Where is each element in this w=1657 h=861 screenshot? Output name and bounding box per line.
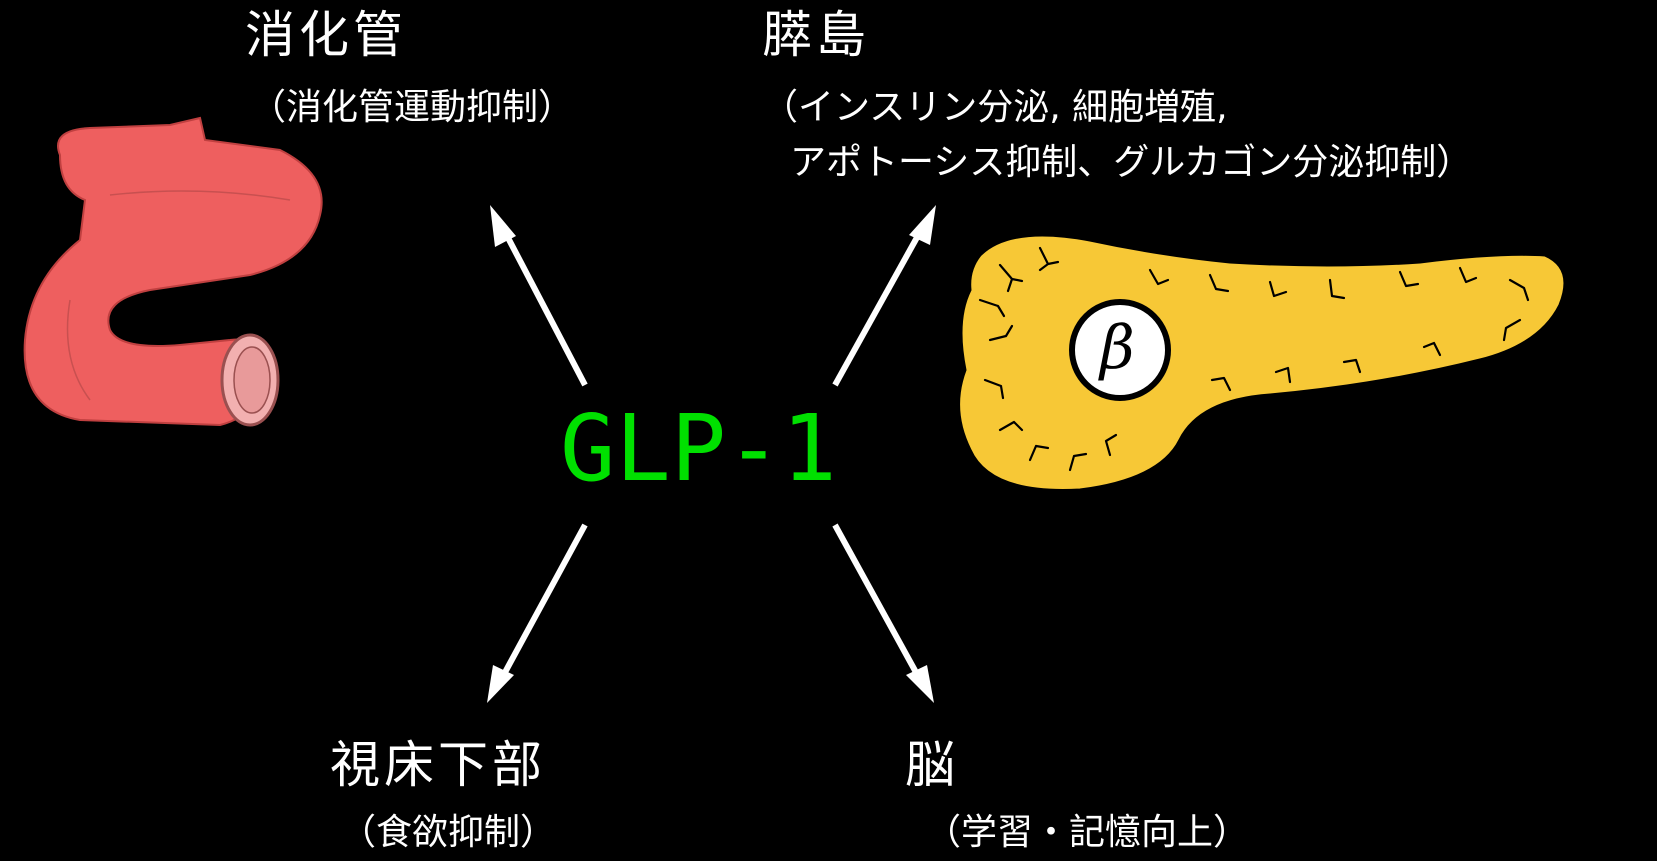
brain-effect: （学習・記憶向上） bbox=[925, 812, 1250, 853]
glp1-label: GLP-1 bbox=[560, 395, 837, 502]
arrow-to-brain bbox=[832, 523, 934, 703]
hypothalamus-effect: （食欲抑制） bbox=[340, 812, 557, 853]
brain-title: 脳 bbox=[905, 736, 959, 794]
pancreas-illustration bbox=[957, 233, 1567, 492]
beta-cell-label: β bbox=[1100, 313, 1135, 383]
arrow-to-hypothalamus bbox=[487, 523, 588, 703]
hypothalamus-title: 視床下部 bbox=[330, 736, 546, 794]
intestine-illustration bbox=[23, 116, 323, 427]
arrow-to-gut bbox=[490, 205, 588, 387]
islet-effect-line1: （インスリン分泌, 細胞増殖, bbox=[762, 87, 1228, 128]
arrow-to-islet bbox=[832, 205, 936, 387]
arrows bbox=[487, 205, 936, 703]
gut-title: 消化管 bbox=[245, 6, 407, 64]
gut-effect: （消化管運動抑制） bbox=[250, 87, 575, 128]
islet-title: 膵島 bbox=[762, 6, 870, 64]
islet-effect-line2: アポトーシス抑制、グルカゴン分泌抑制） bbox=[790, 142, 1473, 183]
